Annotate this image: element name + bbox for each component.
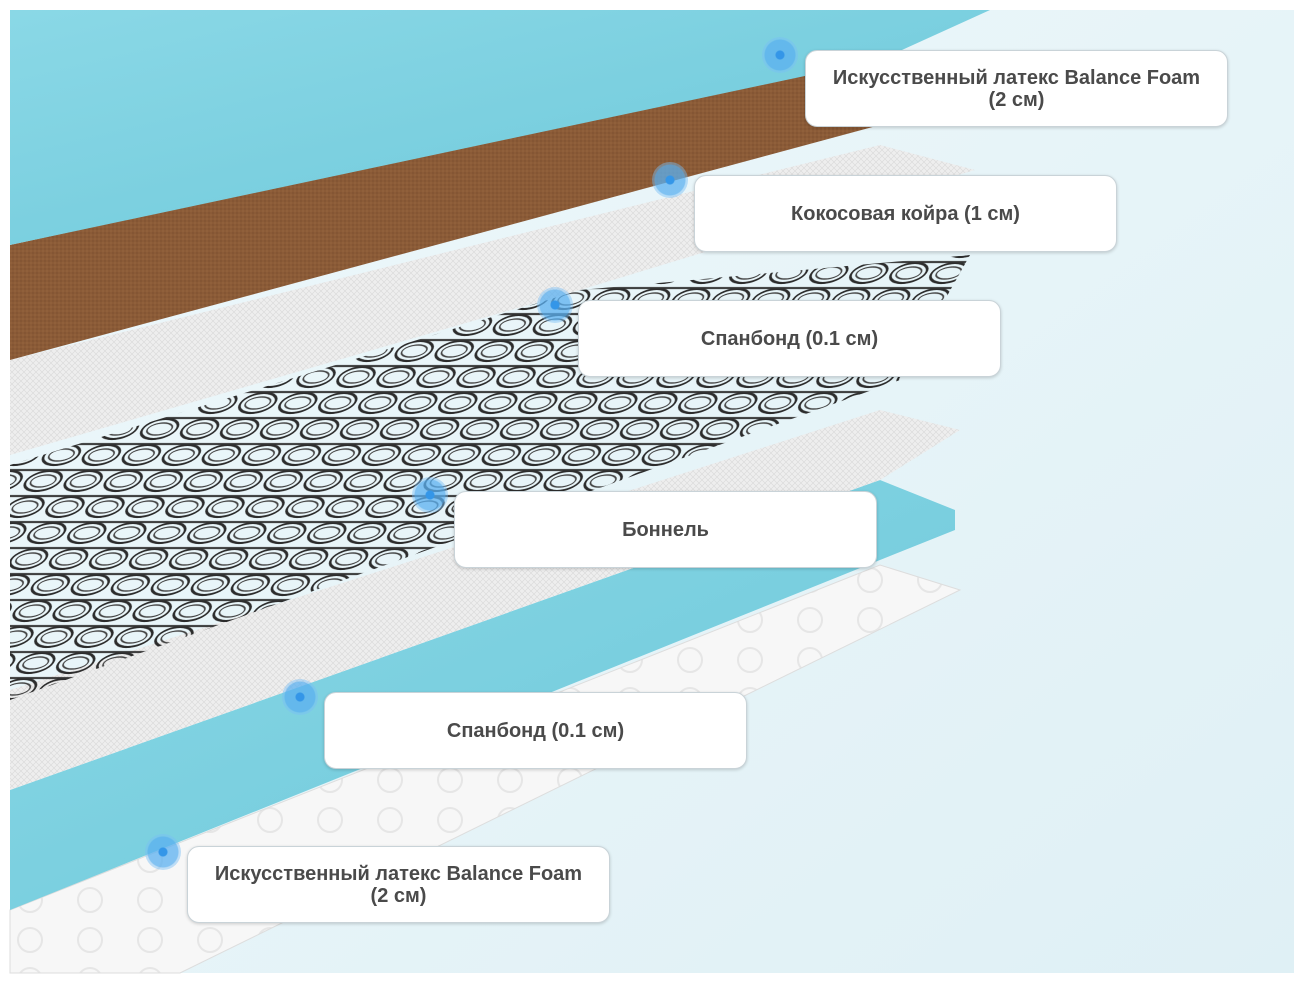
layer-label-top-foam: Искусственный латекс Balance Foam (2 см) (805, 50, 1228, 127)
marker-dot (652, 162, 688, 198)
marker-dot (412, 477, 448, 513)
marker-dot (537, 287, 573, 323)
layer-label-bonnell: Боннель (454, 491, 877, 568)
marker-dot (145, 834, 181, 870)
layer-label-spunbond-top: Спанбонд (0.1 см) (578, 300, 1001, 377)
top-foam-layer (10, 10, 990, 245)
layer-label-bottom-foam: Искусственный латекс Balance Foam (2 см) (187, 846, 610, 923)
layer-label-coir: Кокосовая койра (1 см) (694, 175, 1117, 252)
layer-label-spunbond-bottom: Спанбонд (0.1 см) (324, 692, 747, 769)
marker-dot (282, 679, 318, 715)
marker-dot (762, 37, 798, 73)
coconut-coir-layer (10, 55, 880, 360)
